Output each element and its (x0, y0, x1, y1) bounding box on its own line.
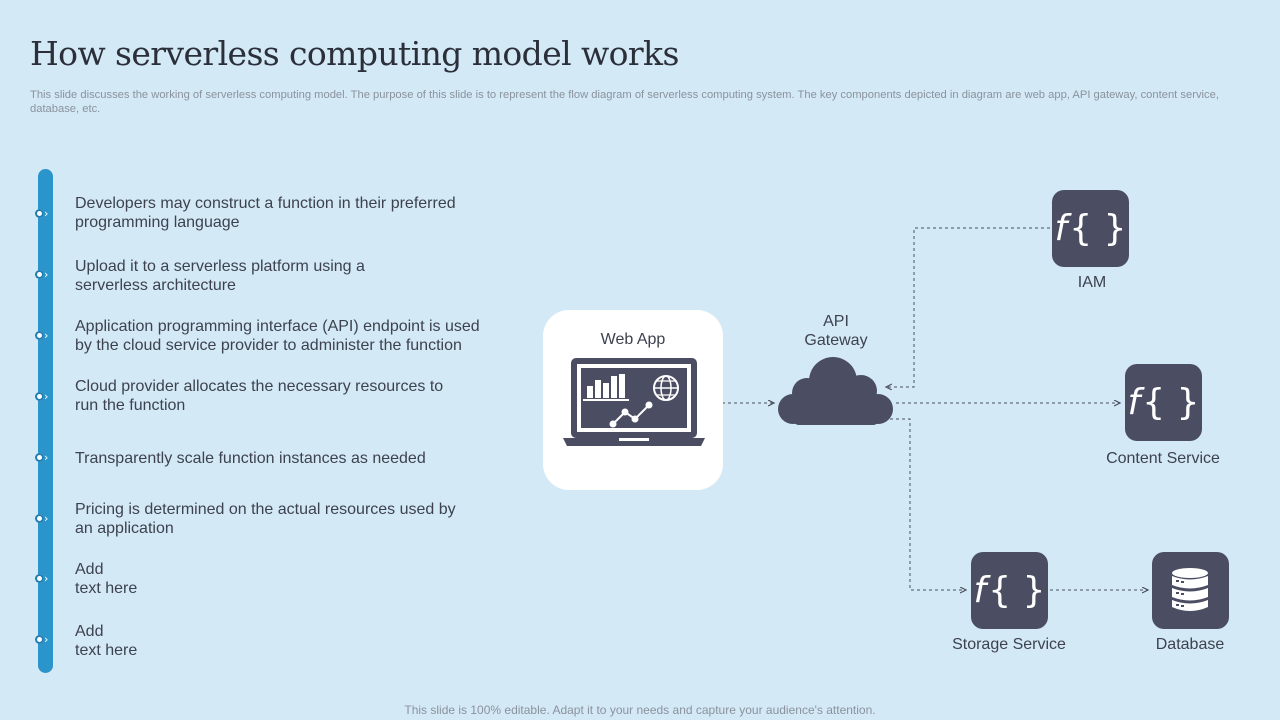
database-box (1152, 552, 1229, 629)
iam-function-box: f{ } (1052, 190, 1129, 267)
step-bullet-icon: › (35, 512, 49, 526)
step-item: Developers may construct a function in t… (75, 194, 495, 232)
step-bullet-icon: › (35, 451, 49, 465)
storage-service-label: Storage Service (952, 636, 1066, 653)
step-item: Cloud provider allocates the necessary r… (75, 377, 495, 415)
step-line1: Transparently scale function instances a… (75, 450, 426, 467)
step-bullet-icon: › (35, 633, 49, 647)
timeline-bar (38, 169, 53, 673)
step-bullet-icon: › (35, 268, 49, 282)
step-line1: Developers may construct a function in t… (75, 195, 456, 212)
api-gateway-label-line1: API (823, 313, 849, 330)
arrow-iam-to-gateway (886, 227, 1050, 387)
step-item: Transparently scale function instances a… (75, 449, 495, 468)
footer-note: This slide is 100% editable. Adapt it to… (404, 703, 876, 717)
step-line1: Add (75, 623, 104, 640)
api-gateway-label: API Gateway (786, 312, 886, 350)
step-item: Add text here (75, 622, 495, 660)
page-subtitle: This slide discusses the working of serv… (30, 89, 1219, 115)
step-item: Application programming interface (API) … (75, 317, 515, 355)
step-bullet-icon: › (35, 329, 49, 343)
step-bullet-icon: › (35, 572, 49, 586)
function-icon: f{ } (1054, 208, 1127, 249)
step-item: Upload it to a serverless platform using… (75, 257, 495, 295)
step-line1: Pricing is determined on the actual reso… (75, 501, 456, 518)
step-bullet-icon: › (35, 207, 49, 221)
page-title: How serverless computing model works (30, 34, 679, 73)
step-line2: run the function (75, 397, 186, 414)
step-bullet-icon: › (35, 390, 49, 404)
database-label: Database (1155, 636, 1225, 653)
arrow-gateway-to-storage (890, 418, 966, 590)
cloud-icon (778, 357, 893, 425)
web-app-label: Web App (600, 331, 666, 348)
content-service-label: Content Service (1106, 450, 1220, 467)
step-line2: text here (75, 580, 138, 597)
step-line2: an application (75, 520, 174, 537)
step-line2: programming language (75, 214, 240, 231)
content-service-function-box: f{ } (1125, 364, 1202, 441)
function-icon: f{ } (1127, 382, 1200, 423)
step-line1: Upload it to a serverless platform using… (75, 258, 365, 275)
step-item: Pricing is determined on the actual reso… (75, 500, 495, 538)
step-line1: Cloud provider allocates the necessary r… (75, 378, 444, 395)
web-app-card: Web App (543, 310, 723, 490)
step-line2: text here (75, 642, 138, 659)
step-line1: Application programming interface (API) … (75, 318, 480, 335)
laptop-analytics-icon (563, 358, 705, 446)
api-gateway-label-line2: Gateway (804, 332, 868, 349)
function-icon: f{ } (973, 570, 1046, 611)
database-icon (1172, 568, 1208, 611)
step-line2: serverless architecture (75, 277, 236, 294)
iam-label: IAM (1077, 274, 1107, 291)
storage-service-function-box: f{ } (971, 552, 1048, 629)
step-line1: Add (75, 561, 104, 578)
step-line2: by the cloud service provider to adminis… (75, 337, 462, 354)
step-item: Add text here (75, 560, 495, 598)
